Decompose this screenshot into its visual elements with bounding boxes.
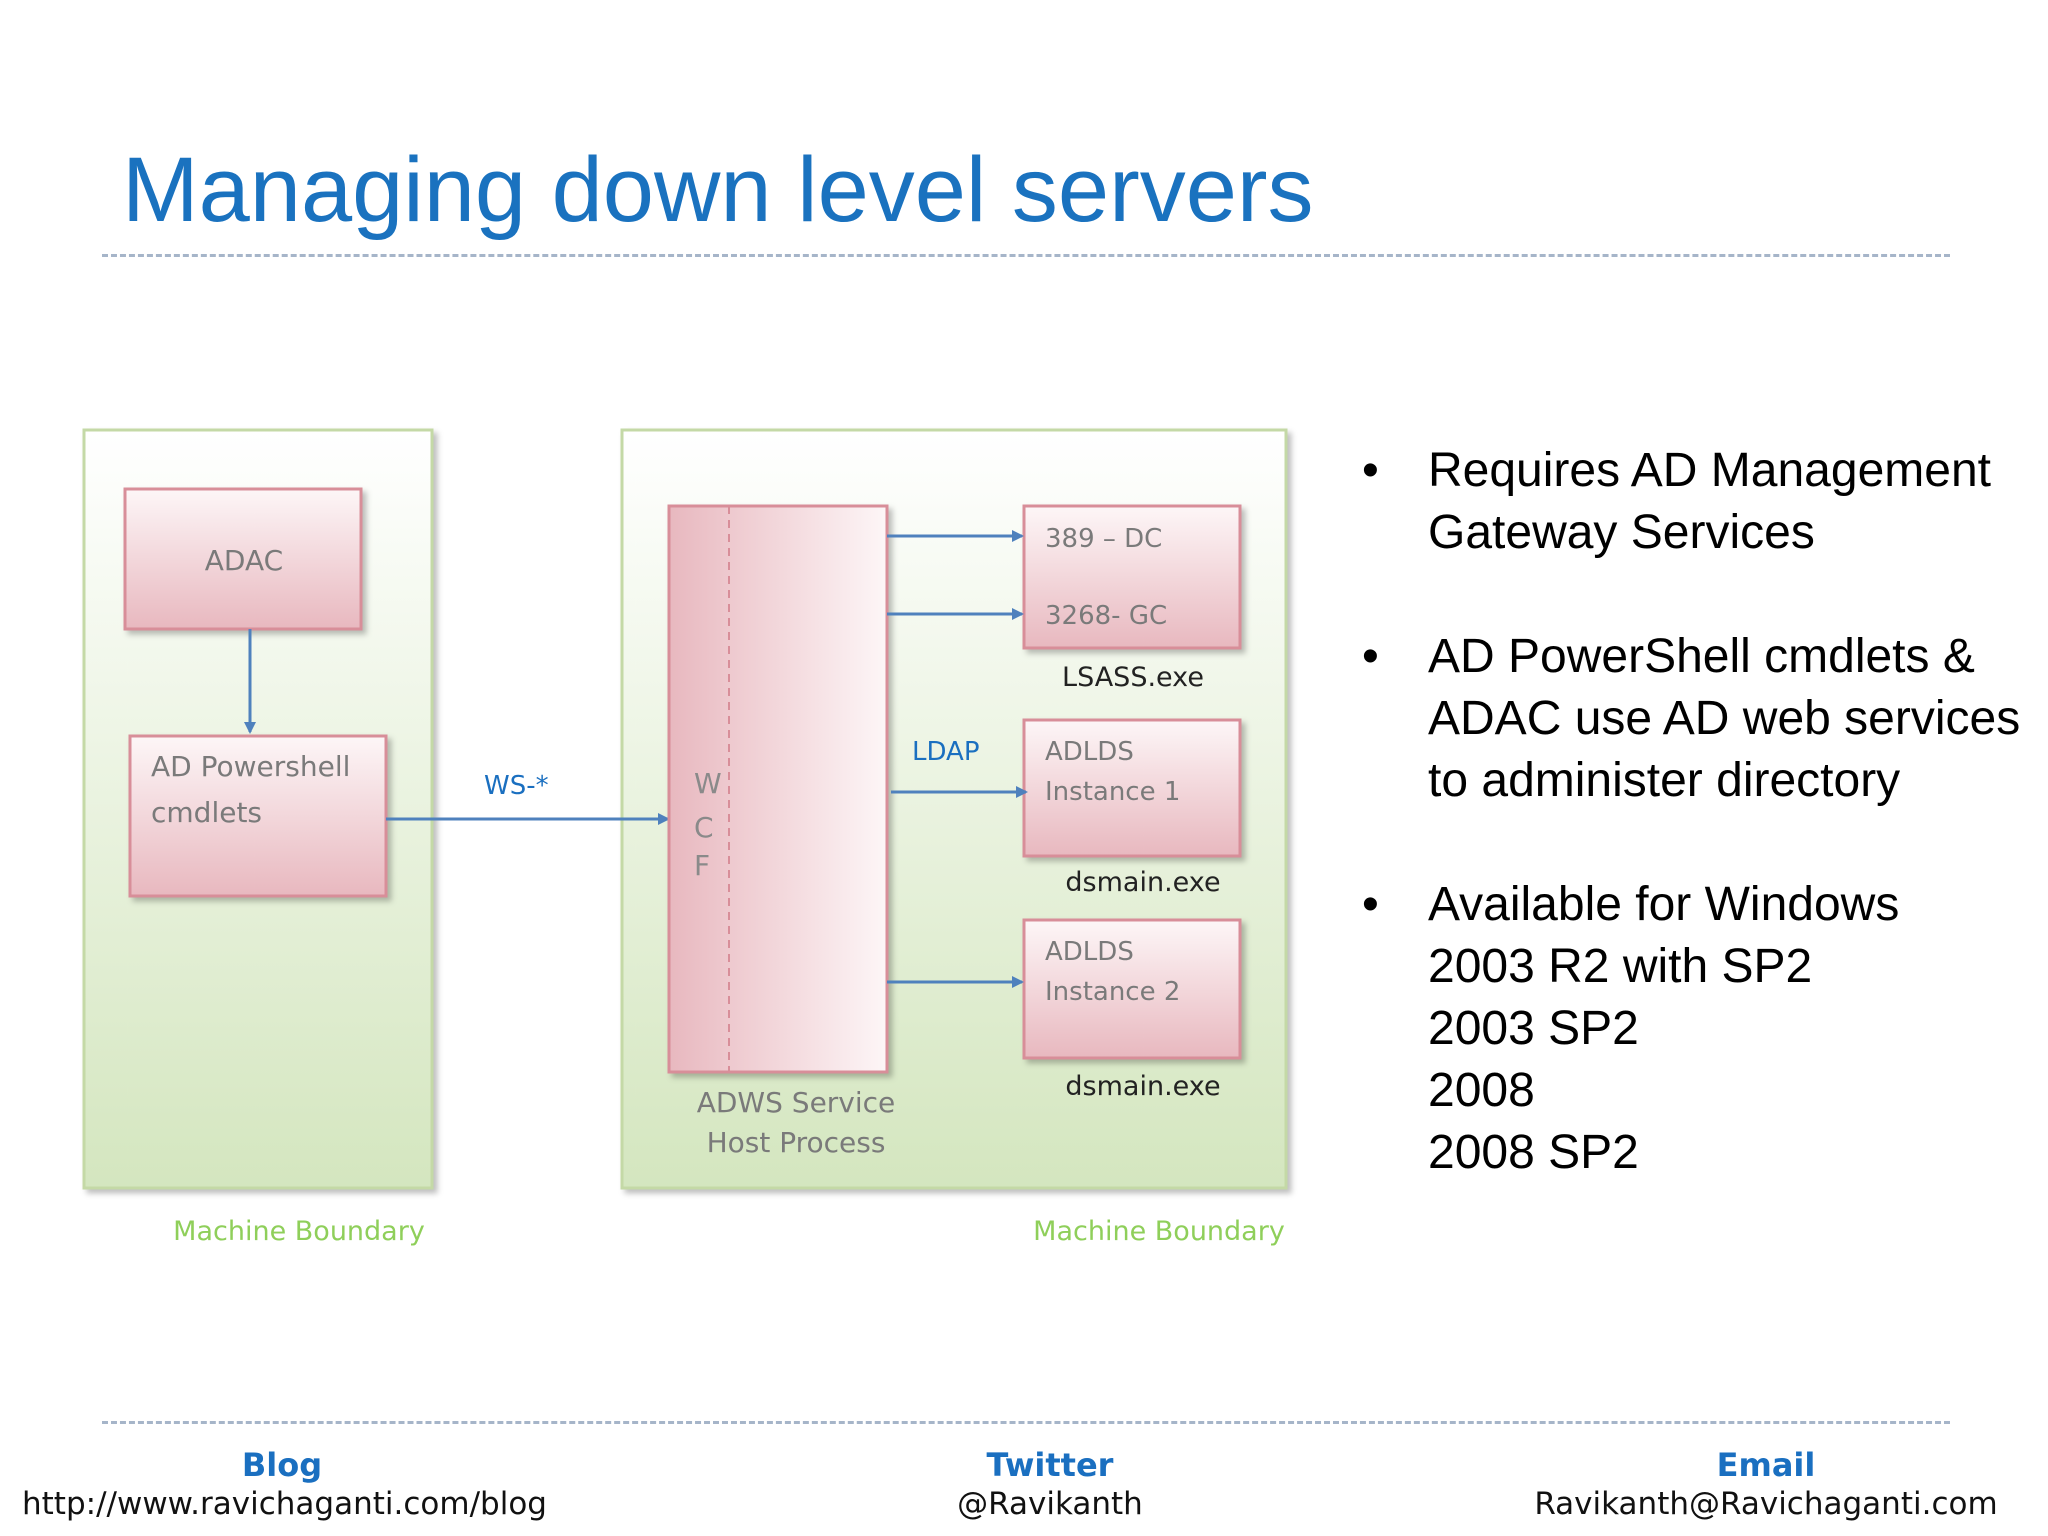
slide-title: Managing down level servers: [122, 139, 1314, 241]
bullet-item: • Available for Windows 2003 R2 with SP2…: [1362, 874, 2048, 1184]
footer-email-link[interactable]: Ravikanth@Ravichaganti.com: [1534, 1486, 1998, 1522]
adlds-instance-1-label-1: ADLDS: [1045, 737, 1134, 767]
title-divider: [102, 254, 1950, 257]
adac-label: ADAC: [205, 544, 283, 577]
adlds-instance-2-box: [1022, 918, 1242, 1060]
bullet-line: 2003 R2 with SP2: [1428, 940, 1813, 993]
bullet-item: • Requires AD Management Gateway Service…: [1362, 440, 2048, 564]
powershell-cmdlets-box: [128, 734, 388, 898]
adws-host-label-1: ADWS Service: [697, 1086, 896, 1119]
footer-blog-label: Blog: [241, 1446, 323, 1484]
dsmain-2-label: dsmain.exe: [1065, 1071, 1220, 1102]
bullet-dot: •: [1362, 630, 1379, 683]
footer-blog-link[interactable]: http://www.ravichaganti.com/blog: [22, 1486, 547, 1522]
bullet-list: • Requires AD Management Gateway Service…: [1362, 440, 2048, 1246]
wcf-letter-c: C: [694, 811, 714, 844]
powershell-cmdlets-label-1: AD Powershell: [151, 750, 350, 783]
bullet-line: to administer directory: [1428, 754, 1901, 807]
bullet-line: ADAC use AD web services: [1428, 692, 2021, 745]
footer-twitter-label: Twitter: [986, 1446, 1114, 1484]
wcf-letter-w: W: [694, 767, 722, 800]
footer-email-label: Email: [1716, 1446, 1816, 1484]
powershell-cmdlets-label-2: cmdlets: [151, 796, 262, 829]
client-boundary-label: Machine Boundary: [173, 1216, 425, 1247]
bullet-line: AD PowerShell cmdlets &: [1428, 630, 1975, 683]
bullet-item: • AD PowerShell cmdlets & ADAC use AD we…: [1362, 626, 2048, 812]
adws-host-label-2: Host Process: [707, 1126, 886, 1159]
bullet-line: Requires AD Management: [1428, 444, 1991, 497]
ws-protocol-label: WS-*: [484, 771, 549, 801]
bullet-line: Gateway Services: [1428, 506, 1815, 559]
dsmain-1-label: dsmain.exe: [1065, 867, 1220, 898]
ldap-label: LDAP: [912, 737, 980, 767]
gc-port-label: 3268- GC: [1045, 601, 1167, 631]
bullet-dot: •: [1362, 878, 1379, 931]
adws-host-box: [667, 504, 889, 1074]
server-boundary-label: Machine Boundary: [1033, 1216, 1285, 1247]
bullet-line: 2008 SP2: [1428, 1126, 1639, 1179]
bullet-line: Available for Windows: [1428, 878, 1900, 931]
bullet-line: 2008: [1428, 1064, 1535, 1117]
footer-divider: [102, 1421, 1950, 1424]
lsass-box: [1022, 504, 1242, 650]
lsass-process-label: LSASS.exe: [1062, 662, 1204, 693]
footer-twitter-link[interactable]: @Ravikanth: [957, 1486, 1143, 1522]
adlds-instance-2-label-2: Instance 2: [1045, 977, 1180, 1007]
adlds-instance-1-label-2: Instance 1: [1045, 777, 1180, 807]
adac-box: [123, 487, 363, 631]
wcf-letter-f: F: [694, 849, 710, 882]
bullet-dot: •: [1362, 444, 1379, 497]
adlds-instance-2-label-1: ADLDS: [1045, 937, 1134, 967]
dc-port-label: 389 – DC: [1045, 524, 1162, 554]
bullet-line: 2003 SP2: [1428, 1002, 1639, 1055]
